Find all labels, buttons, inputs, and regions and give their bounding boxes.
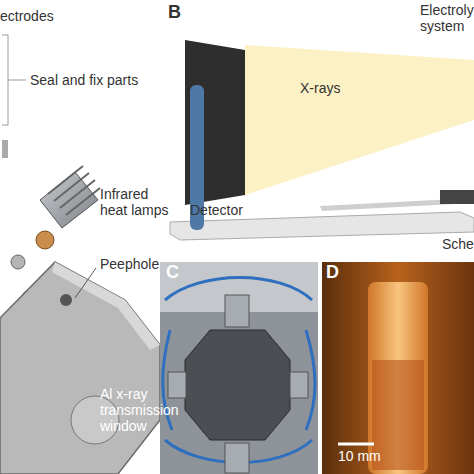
lamp-thread [48,166,100,215]
photo-d [322,262,474,474]
heat-lamp [40,166,100,228]
knob [11,255,25,269]
figure-label: Detector [190,202,270,218]
photo-c [160,262,318,474]
electrolysis-block [440,190,474,204]
figure-label: Al x-ray transmission window [100,386,160,434]
bracket [2,35,26,125]
fix-part [2,140,8,158]
bracket-line [8,80,26,81]
cell-plate-photo [185,330,290,440]
glowing-tube [368,282,428,474]
figure-label: C [166,262,186,282]
knob [36,231,54,249]
scale-bar [338,443,374,446]
leader-line [75,268,96,298]
bracket-line [2,35,8,125]
cooling-tubes [163,278,315,463]
figure-label: ectrodes [0,8,100,24]
peephole [60,294,72,306]
figure-label: Sche [442,236,474,252]
cell-plate [0,262,160,474]
figure-label: X-rays [300,80,370,96]
figure-label: Electroly system [420,2,474,34]
lamp [225,295,249,327]
xray-beam [245,45,474,195]
plate-edge [52,262,160,350]
figure-label: 10 mm [338,448,398,464]
figure-label: B [168,2,188,22]
lamp [290,372,308,398]
figure-label: Infrared heat lamps [100,186,178,218]
lamp [225,443,249,473]
figure-label: Seal and fix parts [30,72,170,88]
figure-label: D [326,262,346,282]
lamps-photo [168,295,308,473]
lamp [168,372,186,398]
